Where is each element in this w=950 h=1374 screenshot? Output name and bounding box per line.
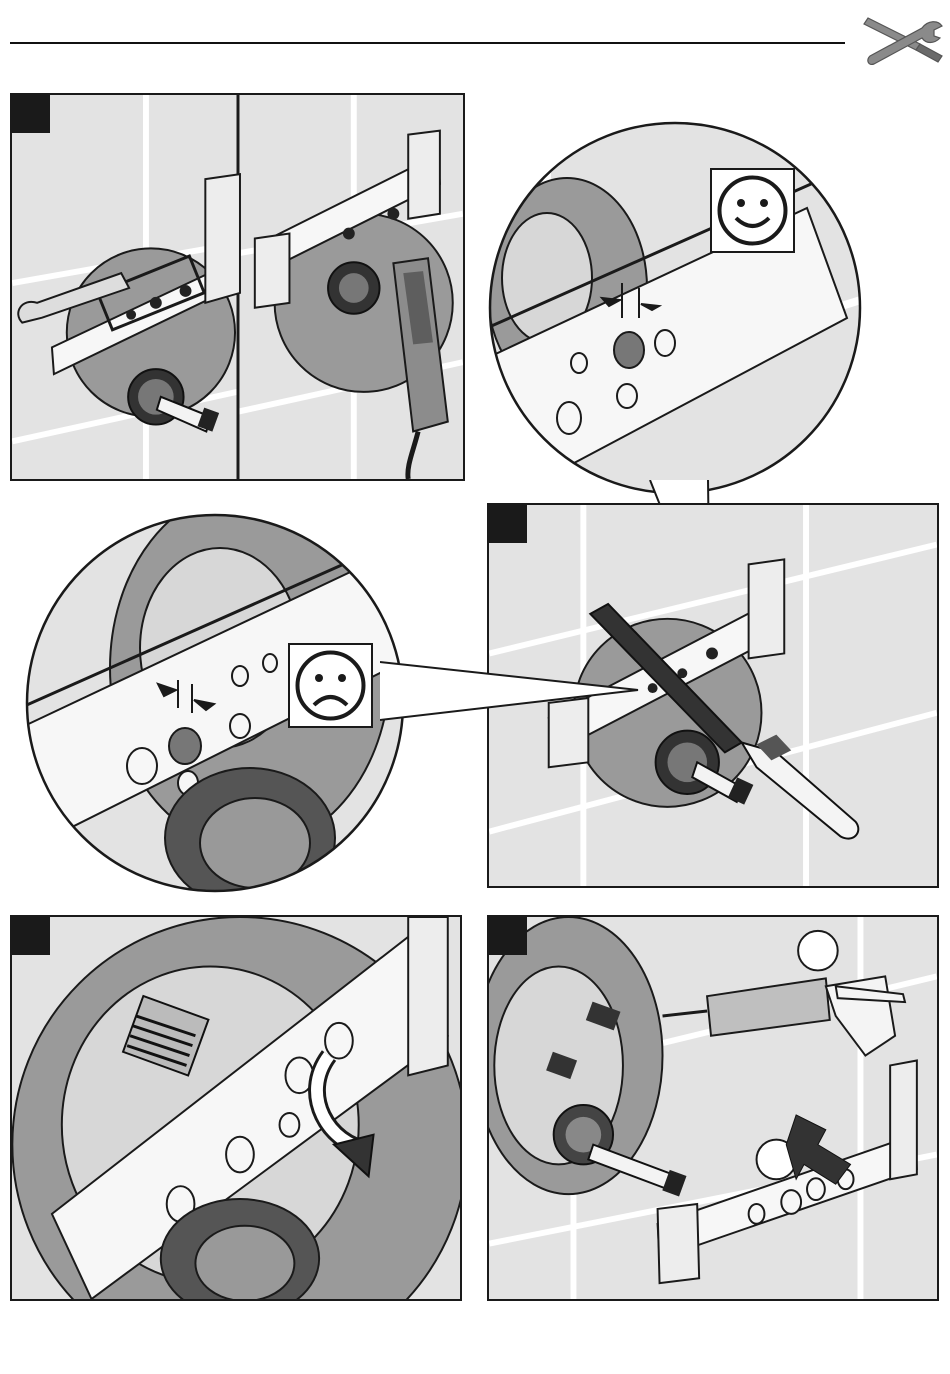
step-3-badge xyxy=(12,917,50,955)
step-2-badge xyxy=(489,505,527,543)
smiley-happy-icon xyxy=(710,168,795,253)
wrench-screwdriver-icon xyxy=(858,10,944,70)
step-1-badge xyxy=(12,95,50,133)
smiley-sad-icon xyxy=(288,643,373,728)
step-1-panel xyxy=(10,93,465,481)
step-3-illustration xyxy=(12,917,460,1299)
step-3-panel xyxy=(10,915,462,1301)
step-1-illustration xyxy=(12,95,463,479)
step-4-illustration xyxy=(489,917,937,1299)
zoom-pointer-bad xyxy=(380,660,640,730)
step-4-panel xyxy=(487,915,939,1301)
header-rule xyxy=(10,42,845,44)
zoom-circle-good xyxy=(487,118,867,503)
step-4-badge xyxy=(489,917,527,955)
